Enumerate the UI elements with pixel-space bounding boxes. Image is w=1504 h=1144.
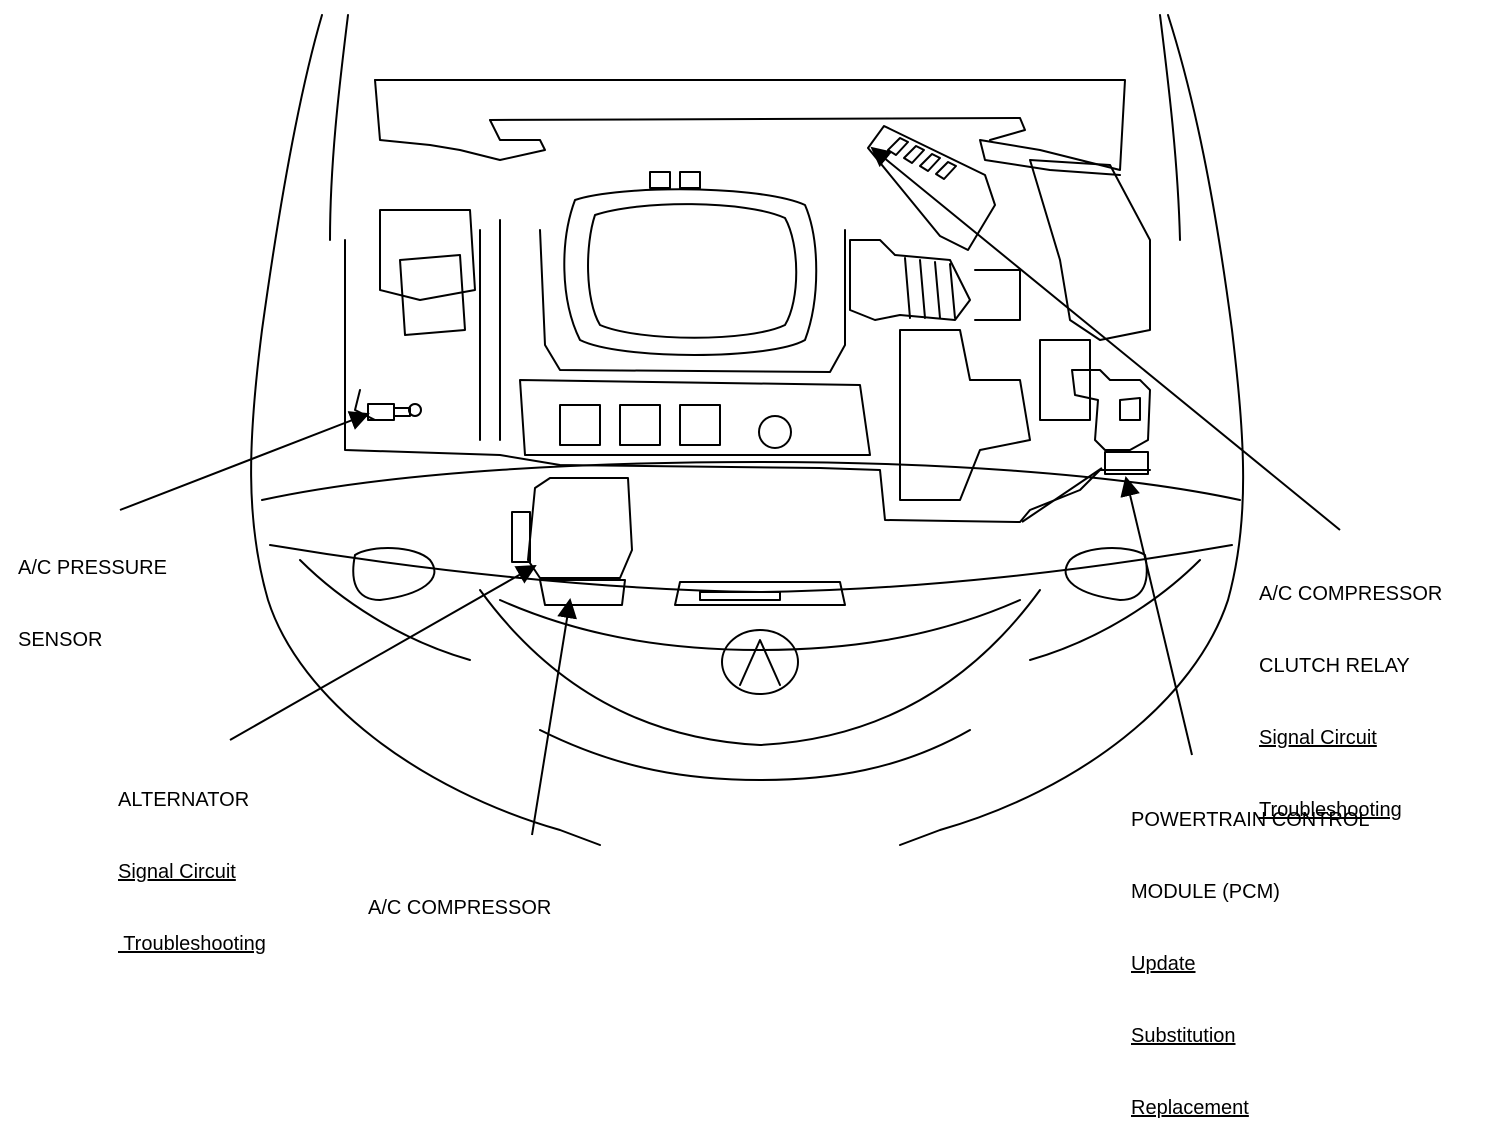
intake-manifold: [519, 171, 871, 456]
pcm-line1: POWERTRAIN CONTROL: [1131, 809, 1370, 831]
alternator-signal-circuit-link[interactable]: Signal Circuit: [118, 861, 236, 883]
engine-bay-diagram: [119, 14, 1341, 846]
leader-relay: [870, 146, 1341, 531]
grille-logo: [674, 581, 846, 695]
alternator-name: ALTERNATOR: [118, 789, 250, 811]
compressor-name: A/C COMPRESSOR: [368, 897, 552, 919]
pcm-line2: MODULE (PCM): [1131, 881, 1280, 903]
label-pressure-sensor: A/C PRESSURE SENSOR: [18, 508, 167, 676]
leader-pressure-sensor: [119, 411, 370, 511]
relay-line2: CLUTCH RELAY: [1259, 655, 1410, 677]
pressure-sensor-part: [367, 403, 422, 421]
left-engine-components: [354, 209, 501, 441]
pcm-module: [1071, 369, 1151, 475]
leader-alternator: [229, 565, 537, 741]
alternator-troubleshooting-link[interactable]: Troubleshooting: [118, 933, 266, 955]
label-compressor: A/C COMPRESSOR: [368, 848, 551, 944]
leader-pcm-secondary: [1021, 467, 1103, 523]
pcm-substitution-link[interactable]: Substitution: [1131, 1025, 1236, 1047]
car-body-outline: [250, 14, 1245, 846]
pcm-update-link[interactable]: Update: [1131, 953, 1196, 975]
relay-troubleshooting-link[interactable]: Troubleshooting: [1259, 799, 1402, 821]
label-pcm: POWERTRAIN CONTROL MODULE (PCM) Update S…: [1131, 760, 1370, 1144]
relay-line1: A/C COMPRESSOR: [1259, 583, 1443, 605]
pcm-replacement-link[interactable]: Replacement: [1131, 1097, 1249, 1119]
pressure-sensor-line2: SENSOR: [18, 629, 103, 651]
hood-opening: [344, 79, 1151, 523]
air-intake-duct: [849, 239, 1021, 321]
relay-fuse-box: [867, 125, 996, 251]
alternator-unit: [511, 477, 633, 606]
leader-pcm: [1120, 476, 1193, 756]
leader-compressor: [531, 598, 577, 836]
relay-signal-circuit-link[interactable]: Signal Circuit: [1259, 727, 1377, 749]
label-relay: A/C COMPRESSOR CLUTCH RELAY Signal Circu…: [1259, 534, 1442, 846]
pressure-sensor-line1: A/C PRESSURE: [18, 557, 167, 579]
label-alternator: ALTERNATOR Signal Circuit Troubleshootin…: [118, 740, 266, 980]
right-engine-components: [899, 159, 1151, 501]
